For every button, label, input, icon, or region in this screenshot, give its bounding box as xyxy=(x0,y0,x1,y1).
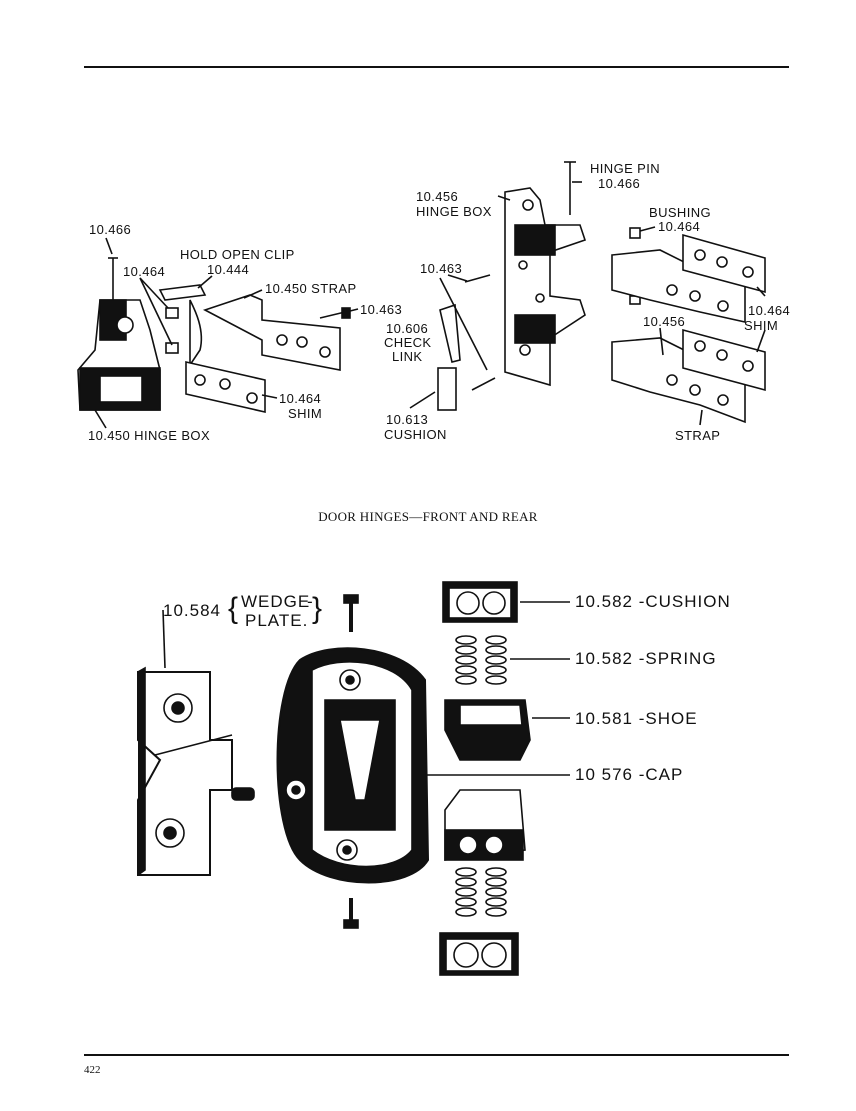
right-check-link-label-1: CHECK xyxy=(384,335,432,350)
figure-caption: DOOR HINGES—FRONT AND REAR xyxy=(318,509,538,524)
right-shim-label: SHIM xyxy=(744,318,779,333)
left-hold-open-clip-label: HOLD OPEN CLIP xyxy=(180,247,295,262)
left-screw-number: 10.463 xyxy=(360,302,403,317)
right-screw-number: 10.463 xyxy=(420,261,463,276)
spring-label: 10.582 -SPRING xyxy=(575,649,717,668)
right-hinge-pin-label: HINGE PIN xyxy=(590,161,661,176)
shoe-label: 10.581 -SHOE xyxy=(575,709,698,728)
cap-label: 10 576 -CAP xyxy=(575,765,684,784)
right-hinge-pin-number: 10.466 xyxy=(598,176,641,191)
right-strap-number: 10.456 xyxy=(643,314,686,329)
right-bushing-number: 10.464 xyxy=(658,219,701,234)
wedge-plate-label-2: PLATE. xyxy=(245,611,309,630)
right-cushion-label: CUSHION xyxy=(384,427,447,442)
cushion-label: 10.582 -CUSHION xyxy=(575,592,731,611)
page-number: 422 xyxy=(84,1064,101,1076)
left-strap-label: 10.450 STRAP xyxy=(265,281,357,296)
wedge-plate-brace-close: } xyxy=(312,592,324,625)
left-hinge-drawing xyxy=(77,237,359,429)
right-check-link-label-2: LINK xyxy=(392,349,423,364)
wedge-plate-number: 10.584 xyxy=(163,601,221,620)
left-shim-number: 10.464 xyxy=(279,391,322,406)
right-hinge-box-number: 10.456 xyxy=(416,189,459,204)
wedge-plate-label-dash: - xyxy=(307,592,314,611)
left-hold-open-clip-number: 10.444 xyxy=(207,262,250,277)
left-pin-number: 10.466 xyxy=(89,222,132,237)
right-cushion-number: 10.613 xyxy=(386,412,429,427)
right-check-link-number: 10.606 xyxy=(386,321,429,336)
top-rule xyxy=(84,66,789,68)
right-hinge-box-label: HINGE BOX xyxy=(416,204,492,219)
right-strap-label: STRAP xyxy=(675,428,721,443)
wedge-plate-brace-open: { xyxy=(228,592,240,625)
left-shim-label: SHIM xyxy=(288,406,323,421)
right-bushing-label: BUSHING xyxy=(649,205,712,220)
right-shim-number: 10.464 xyxy=(748,303,791,318)
bottom-rule xyxy=(84,1054,789,1056)
left-hinge-box-label: 10.450 HINGE BOX xyxy=(88,428,211,443)
cap-drawing xyxy=(231,594,570,929)
left-bushing-number: 10.464 xyxy=(123,264,166,279)
wedge-plate-drawing xyxy=(137,609,233,876)
right-hinge-drawing xyxy=(409,161,766,426)
cushion-spring-shoe-drawing xyxy=(439,581,570,976)
wedge-plate-label-1: WEDGE xyxy=(241,592,311,611)
